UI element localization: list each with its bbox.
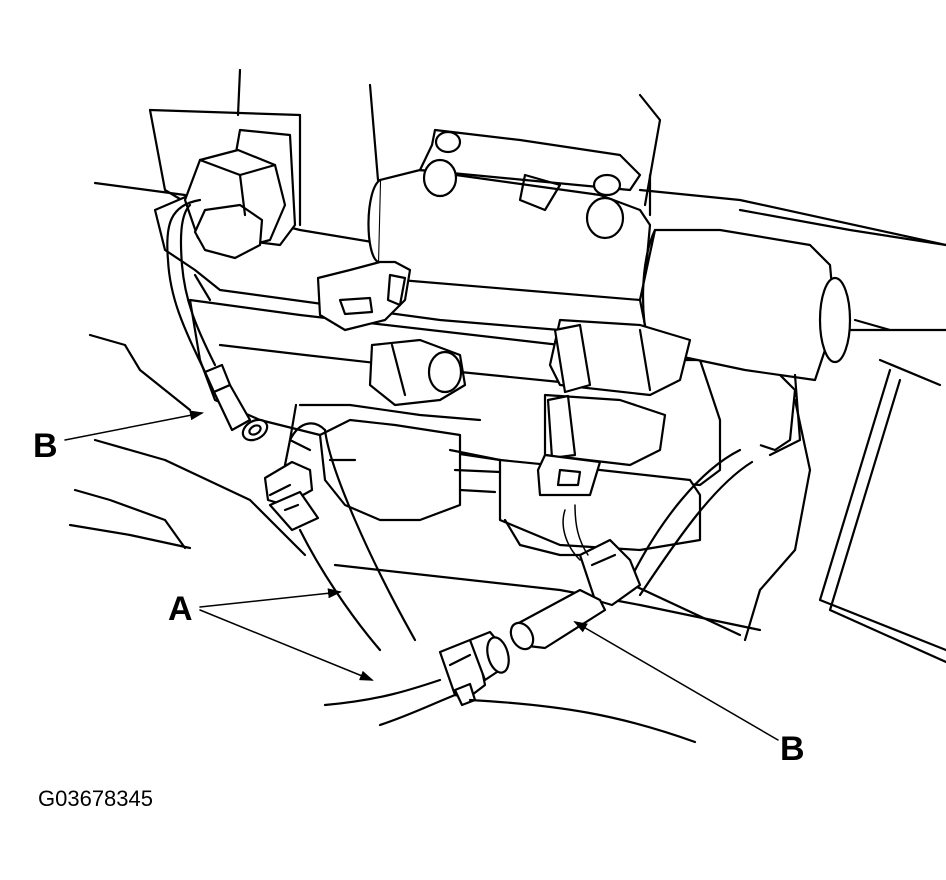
callout-leaders (64, 410, 779, 741)
vacuum-hose-a (263, 422, 697, 744)
leader-a-lower (199, 609, 374, 681)
leader-b-right (573, 620, 779, 741)
electrical-connector-upper (548, 318, 692, 397)
background-body-outline (68, 68, 946, 664)
vacuum-hose-b-left (166, 198, 269, 442)
leader-a-upper (199, 588, 342, 608)
hex-bolt-center (368, 338, 467, 407)
hex-bolt-upper-left (183, 128, 297, 260)
vacuum-hose-b-right (509, 448, 754, 651)
callout-label-b-left: B (33, 427, 58, 465)
leader-b-left (64, 410, 204, 441)
callout-label-a: A (168, 590, 193, 628)
figure-id: G03678345 (38, 786, 153, 811)
bracket-clamp (316, 260, 412, 332)
electrical-connector-lower (536, 393, 667, 497)
callout-label-b-right: B (780, 730, 805, 768)
